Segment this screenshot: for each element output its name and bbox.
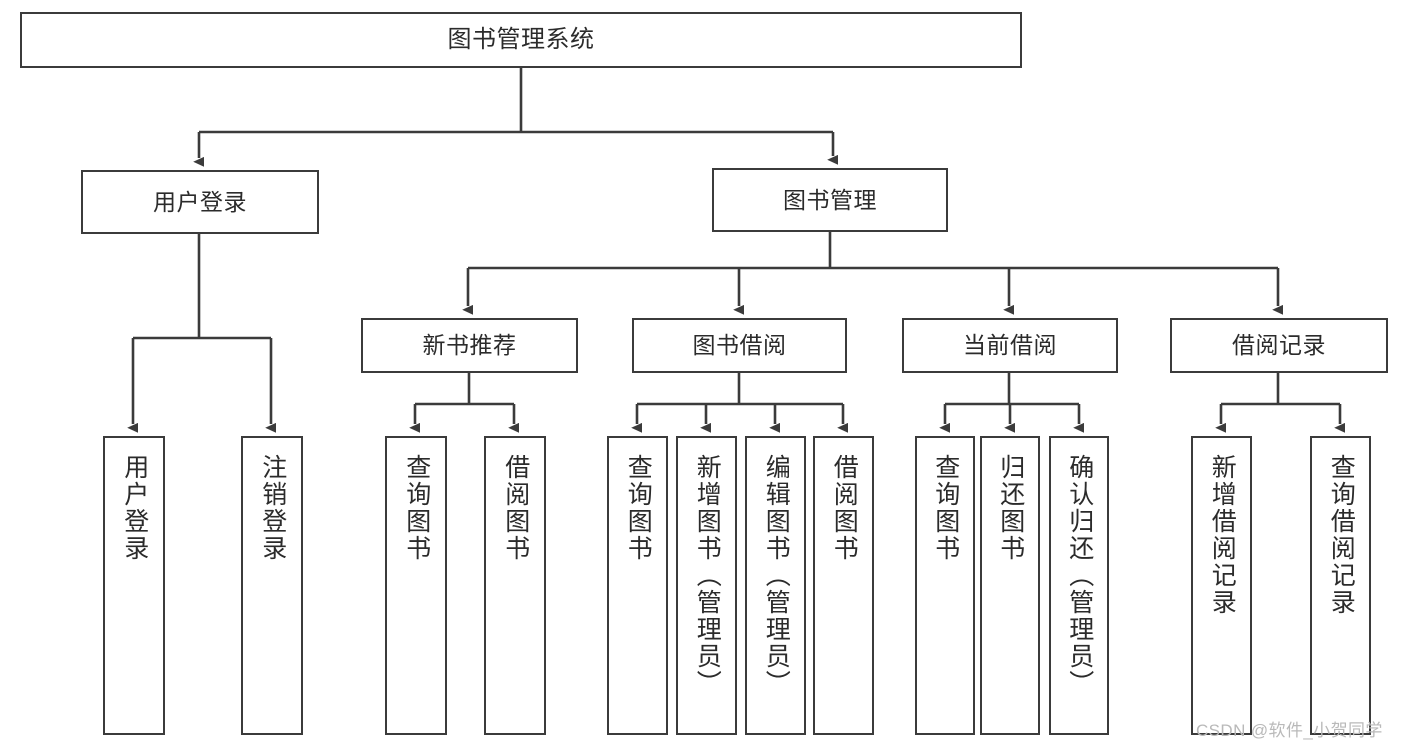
node-label: 查询图书 [402, 454, 431, 562]
leaf-edit-book-admin[interactable]: 编辑图书（管理员） [745, 436, 806, 735]
node-label: 查询图书 [931, 454, 960, 562]
node-label: 查询借阅记录 [1327, 454, 1356, 616]
node-label: 新增图书（管理员） [693, 454, 722, 697]
node-label: 图书管理 [783, 186, 877, 213]
node-book-borrow[interactable]: 图书借阅 [632, 318, 847, 373]
node-label: 归还图书 [996, 454, 1025, 562]
node-borrow-record[interactable]: 借阅记录 [1170, 318, 1388, 373]
leaf-query-book[interactable]: 查询图书 [607, 436, 668, 735]
leaf-user-login[interactable]: 用户登录 [103, 436, 165, 735]
leaf-add-book-admin[interactable]: 新增图书（管理员） [676, 436, 737, 735]
leaf-borrow-book[interactable]: 借阅图书 [813, 436, 874, 735]
leaf-query-book-current[interactable]: 查询图书 [915, 436, 975, 735]
leaf-add-borrow-record[interactable]: 新增借阅记录 [1191, 436, 1252, 735]
node-label: 编辑图书（管理员） [762, 454, 791, 697]
node-label: 用户登录 [120, 454, 149, 562]
node-user-login[interactable]: 用户登录 [81, 170, 319, 234]
leaf-return-book[interactable]: 归还图书 [980, 436, 1040, 735]
node-book-management[interactable]: 图书管理 [712, 168, 948, 232]
leaf-query-borrow-record[interactable]: 查询借阅记录 [1310, 436, 1371, 735]
node-label: 确认归还（管理员） [1065, 454, 1094, 697]
node-label: 查询图书 [624, 454, 653, 562]
leaf-confirm-return-admin[interactable]: 确认归还（管理员） [1049, 436, 1109, 735]
leaf-borrow-book-recommend[interactable]: 借阅图书 [484, 436, 546, 735]
node-label: 借阅记录 [1232, 332, 1326, 359]
node-label: 新增借阅记录 [1208, 454, 1237, 616]
node-label: 注销登录 [258, 454, 287, 562]
node-new-book-recommend[interactable]: 新书推荐 [361, 318, 578, 373]
node-label: 图书借阅 [692, 332, 787, 359]
node-label: 当前借阅 [963, 332, 1057, 359]
node-label: 借阅图书 [830, 454, 859, 562]
node-label: 图书管理系统 [447, 26, 595, 54]
leaf-user-logout[interactable]: 注销登录 [241, 436, 303, 735]
node-label: 新书推荐 [422, 332, 517, 359]
node-root-book-management-system[interactable]: 图书管理系统 [20, 12, 1022, 68]
node-label: 用户登录 [153, 188, 247, 215]
node-current-borrow[interactable]: 当前借阅 [902, 318, 1118, 373]
leaf-query-book-recommend[interactable]: 查询图书 [385, 436, 447, 735]
node-label: 借阅图书 [501, 454, 530, 562]
csdn-watermark: CSDN @软件_小贺同学 [1196, 721, 1383, 740]
